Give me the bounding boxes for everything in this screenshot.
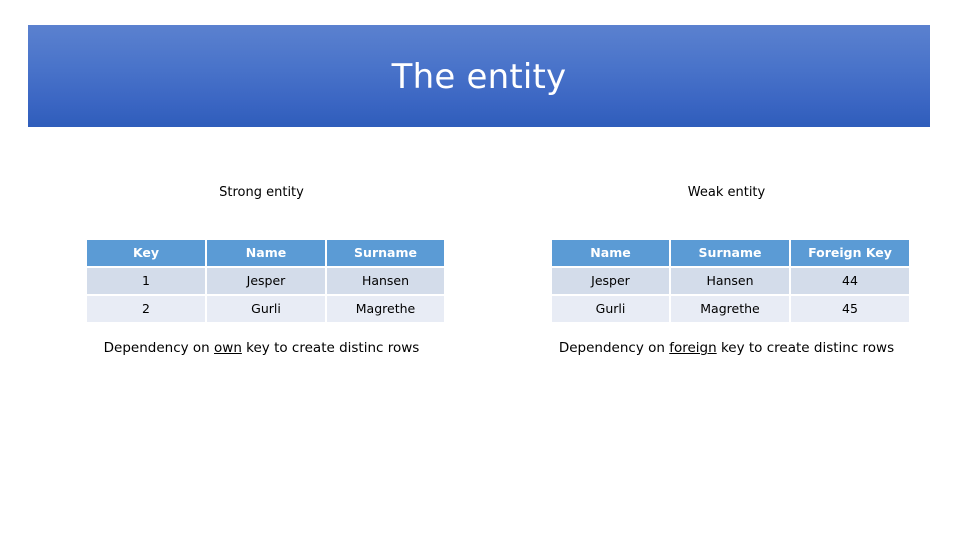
caption-text-before: Dependency on [558, 340, 670, 356]
cell-surname: Hansen [671, 268, 789, 294]
panel-heading-strong: Strong entity [219, 185, 304, 200]
column-header-name: Name [207, 240, 325, 266]
page-title: The entity [391, 57, 567, 97]
column-header-surname: Surname [327, 240, 444, 266]
column-header-foreign-key: Foreign Key [791, 240, 909, 266]
table-strong-entity: Key Name Surname 1 Jesper Hansen 2 Gurli… [85, 238, 446, 324]
caption-weak-entity: Dependency on foreign key to create dist… [535, 340, 918, 356]
caption-text-after: key to create distinc rows [716, 340, 895, 356]
column-header-name: Name [552, 240, 669, 266]
caption-text-before: Dependency on [103, 340, 215, 356]
cell-surname: Magrethe [327, 296, 444, 322]
table-row: 1 Jesper Hansen [87, 268, 444, 294]
cell-name: Jesper [552, 268, 669, 294]
slide-title-banner: The entity [28, 25, 930, 127]
cell-key: 1 [87, 268, 205, 294]
cell-foreign-key: 45 [791, 296, 909, 322]
panel-weak-entity: Weak entity Name Surname Foreign Key Jes… [550, 185, 909, 355]
cell-name: Jesper [207, 268, 325, 294]
cell-foreign-key: 44 [791, 268, 909, 294]
table-row: Jesper Hansen 44 [552, 268, 909, 294]
table-row: Gurli Magrethe 45 [552, 296, 909, 322]
cell-name: Gurli [207, 296, 325, 322]
panel-heading-weak: Weak entity [687, 185, 766, 200]
cell-key: 2 [87, 296, 205, 322]
table-row: 2 Gurli Magrethe [87, 296, 444, 322]
cell-surname: Magrethe [671, 296, 789, 322]
caption-strong-entity: Dependency on own key to create distinc … [55, 340, 468, 356]
table-header-row: Name Surname Foreign Key [552, 240, 909, 266]
panel-strong-entity: Strong entity Key Name Surname 1 Jesper … [85, 185, 444, 355]
column-header-surname: Surname [671, 240, 789, 266]
caption-emphasis: foreign [669, 340, 717, 356]
table-header-row: Key Name Surname [87, 240, 444, 266]
cell-name: Gurli [552, 296, 669, 322]
cell-surname: Hansen [327, 268, 444, 294]
table-weak-entity: Name Surname Foreign Key Jesper Hansen 4… [550, 238, 911, 324]
caption-emphasis: own [214, 340, 242, 356]
column-header-key: Key [87, 240, 205, 266]
caption-text-after: key to create distinc rows [241, 340, 420, 356]
